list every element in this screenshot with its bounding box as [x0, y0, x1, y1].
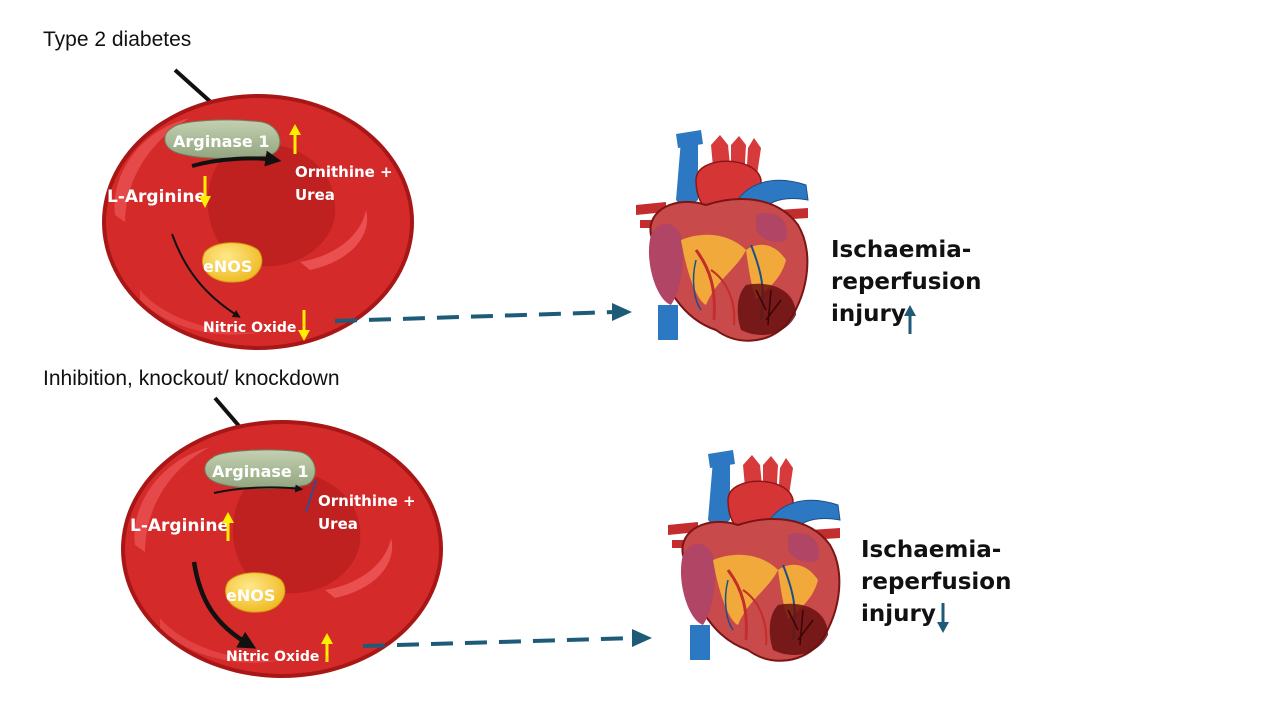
arginase-1-label: Arginase 1	[173, 132, 269, 151]
heart-illustration	[634, 128, 810, 343]
arginase-1-enzyme: Arginase 1	[204, 449, 316, 489]
panel-2: Inhibition, knockout/ knockdown Arginase…	[43, 367, 1011, 678]
arginase-up-arrowhead	[289, 124, 301, 135]
products-label-line2: Urea	[318, 515, 358, 533]
effect-dashed-arrowhead	[632, 629, 652, 647]
l-arginine-label: L-Arginine	[107, 187, 206, 207]
red-blood-cell	[121, 420, 443, 678]
outcome-label-line1: Ischaemia-	[861, 537, 1001, 563]
effect-dashed-arrowhead	[612, 303, 632, 321]
l-arginine-label: L-Arginine	[130, 516, 229, 536]
arginase-1-label: Arginase 1	[212, 462, 308, 481]
arginase-reaction-arrow	[213, 484, 304, 494]
nitric-oxide-down-arrowhead	[298, 330, 310, 341]
nitric-oxide-up-arrowhead	[321, 633, 333, 644]
products-label-line2: Urea	[295, 186, 335, 204]
products-label-line1: Ornithine +	[318, 492, 416, 510]
effect-dashed-arrow	[334, 310, 617, 323]
heart-illustration	[666, 448, 842, 663]
arginase-1-enzyme: Arginase 1	[164, 119, 281, 159]
enos-enzyme: eNOS	[225, 572, 286, 613]
outcome-label-line2: reperfusion	[861, 569, 1011, 595]
outcome-label-line3: injury	[831, 301, 906, 327]
enos-label: eNOS	[226, 586, 275, 605]
arginase-block-bar	[305, 479, 317, 513]
enos-label: eNOS	[203, 257, 252, 276]
l-arginine-up-arrowhead	[222, 512, 234, 523]
effect-dashed-arrow	[362, 636, 637, 648]
enos-enzyme: eNOS	[202, 242, 263, 283]
trigger-label: Type 2 diabetes	[43, 28, 191, 51]
enos-reaction-arrow	[191, 561, 257, 649]
trigger-label: Inhibition, knockout/ knockdown	[43, 367, 340, 390]
outcome-label-line2: reperfusion	[831, 269, 981, 295]
red-blood-cell	[102, 94, 414, 350]
enos-reaction-arrow	[171, 233, 241, 318]
outcome-down-arrowhead	[937, 622, 949, 633]
panel-1: Type 2 diabetes Arginase 1 Ornithine + U…	[43, 28, 981, 350]
outcome-label-line3: injury	[861, 601, 936, 627]
outcome-up-arrowhead	[904, 305, 916, 316]
nitric-oxide-label: Nitric Oxide	[203, 320, 296, 336]
arginase-reaction-arrow	[191, 150, 282, 168]
outcome-label-line1: Ischaemia-	[831, 237, 971, 263]
l-arginine-down-arrowhead	[199, 196, 211, 208]
products-label-line1: Ornithine +	[295, 163, 393, 181]
nitric-oxide-label: Nitric Oxide	[226, 649, 319, 665]
